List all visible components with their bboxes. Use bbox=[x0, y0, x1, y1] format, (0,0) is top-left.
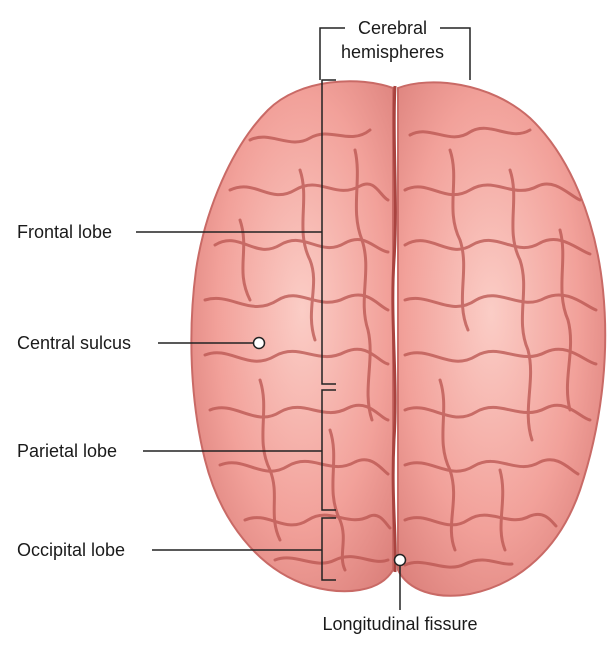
cerebral-hemispheres-label: Cerebral bbox=[345, 18, 440, 38]
longitudinal-fissure-label: Longitudinal fissure bbox=[322, 614, 478, 634]
cerebral-hemispheres-line2: hemispheres bbox=[340, 42, 445, 62]
cerebral-hemispheres-label-2: hemispheres bbox=[330, 42, 455, 62]
central-sulcus-label: Central sulcus bbox=[17, 333, 132, 353]
longitudinal-fissure-marker bbox=[393, 553, 407, 567]
left-hemisphere bbox=[190, 80, 394, 593]
hemispheres-bracket bbox=[319, 27, 471, 80]
central-sulcus-marker bbox=[252, 336, 266, 350]
sulci-pattern bbox=[203, 126, 598, 572]
parietal-lobe-label: Parietal lobe bbox=[17, 441, 118, 461]
cerebral-hemispheres-line1: Cerebral bbox=[357, 18, 428, 38]
frontal-lobe-label: Frontal lobe bbox=[17, 222, 113, 242]
longitudinal-fissure-line bbox=[391, 85, 397, 573]
occipital-lobe-label: Occipital lobe bbox=[17, 540, 126, 560]
